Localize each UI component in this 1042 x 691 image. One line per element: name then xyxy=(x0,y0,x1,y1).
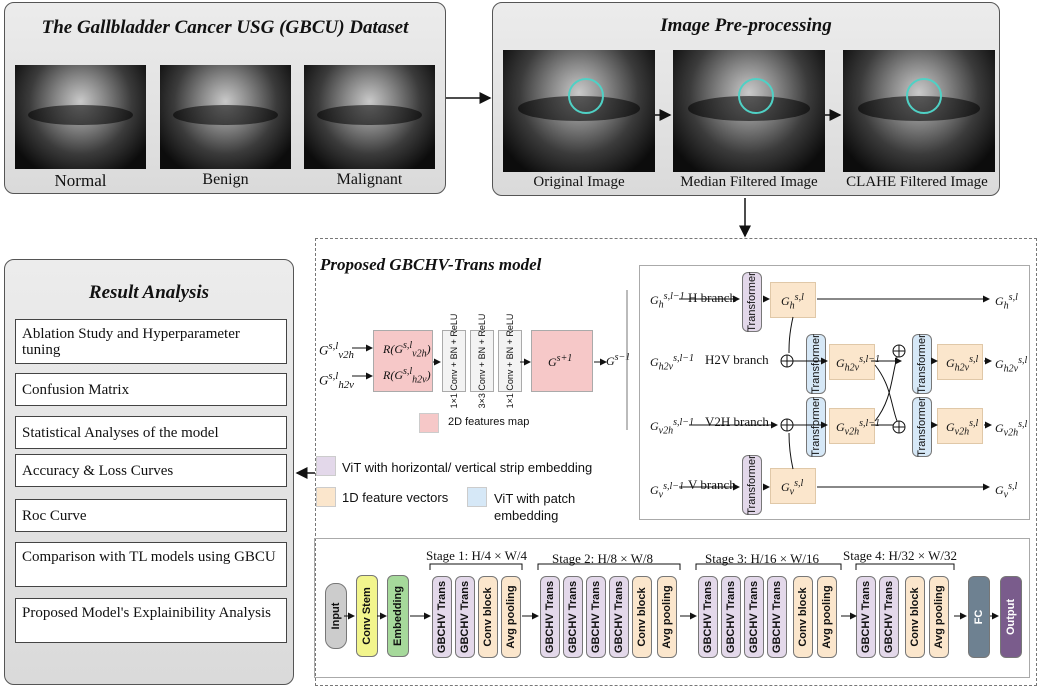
dataset-title: The Gallbladder Cancer USG (GBCU) Datase… xyxy=(41,17,409,38)
h2v-output: Gh2vs,l xyxy=(995,355,1028,375)
model-panel xyxy=(315,238,1037,686)
h-transformer: Transformer xyxy=(742,272,762,332)
h2v-feature: Gh2vs,l−1 xyxy=(829,344,880,380)
original-image xyxy=(503,50,655,172)
normal-label: Normal xyxy=(54,171,107,190)
fc-block: FC xyxy=(968,576,990,658)
stage2-gbchv-trans-2: GBCHV Trans xyxy=(563,576,583,658)
original-label: Original Image xyxy=(533,174,625,190)
reshape-v2h: R(Gs,lv2h) xyxy=(383,340,431,360)
roi-circle-median xyxy=(738,78,774,114)
stage4-conv-block: Conv block xyxy=(905,576,925,658)
stage-1-label: Stage 1: H/4 × W/4 xyxy=(426,548,527,563)
roi-circle-original xyxy=(568,78,604,114)
legend-vit-strip-swatch xyxy=(316,456,336,476)
legend-2d-swatch xyxy=(419,413,439,433)
model-title: Proposed GBCHV-Trans model xyxy=(320,255,542,274)
stage1-conv-block: Conv block xyxy=(478,576,498,658)
branch-h-input: Ghs,l−1 xyxy=(650,291,685,311)
v-branch-label: V branch xyxy=(688,477,736,492)
result-item-curves: Accuracy & Loss Curves xyxy=(15,454,287,487)
conv3x3-block: 3×3 Conv + BN + ReLU xyxy=(470,314,494,408)
v2h-output: Gv2hs,l xyxy=(995,419,1028,439)
fusion-output-box xyxy=(531,330,593,392)
embedding-block: Embedding xyxy=(387,575,409,657)
legend-1d-label: 1D feature vectors xyxy=(342,490,449,505)
output-block: Output xyxy=(1000,576,1022,658)
benign-label: Benign xyxy=(202,171,249,188)
ultrasound-malignant-image xyxy=(304,65,435,169)
clahe-label: CLAHE Filtered Image xyxy=(846,174,988,190)
v2h-out-feature: Gv2hs,l xyxy=(937,408,983,444)
branch-v2h-input: Gv2hs,l−1 xyxy=(650,417,695,437)
stage3-gbchv-trans-3: GBCHV Trans xyxy=(744,576,764,658)
result-item-confusion: Confusion Matrix xyxy=(15,373,287,406)
stage3-conv-block: Conv block xyxy=(793,576,813,658)
fusion-input-v2h: Gs,lv2h xyxy=(319,340,354,361)
stage3-gbchv-trans-1: GBCHV Trans xyxy=(698,576,718,658)
result-item-comparison: Comparison with TL models using GBCU xyxy=(15,542,287,587)
preprocessing-panel: Image Pre-processing Original Image Medi… xyxy=(492,2,1000,196)
v2h-feature: Gv2hs,l−1 xyxy=(829,408,880,444)
result-item-explainability: Proposed Model's Explainibility Analysis xyxy=(15,598,287,643)
stage1-gbchv-trans-1: GBCHV Trans xyxy=(432,576,452,658)
legend-2d-label: 2D features map xyxy=(448,416,530,428)
fusion-input-h2v: Gs,lh2v xyxy=(319,370,354,391)
ultrasound-benign-image xyxy=(160,65,291,169)
result-item-roc: Roc Curve xyxy=(15,499,287,532)
stage2-gbchv-trans-4: GBCHV Trans xyxy=(609,576,629,658)
v-output: Gvs,l xyxy=(995,481,1018,501)
result-item-ablation: Ablation Study and Hyperparameter tuning xyxy=(15,319,287,364)
results-title: Result Analysis xyxy=(88,282,210,303)
pipeline-arrows xyxy=(344,563,999,620)
conv1x1-block-b: 1×1 Conv + BN + ReLU xyxy=(498,314,522,408)
reshape-h2v: R(Gs,lh2v) xyxy=(383,366,431,386)
legend-vit-patch-swatch xyxy=(467,487,487,507)
stage2-gbchv-trans-1: GBCHV Trans xyxy=(540,576,560,658)
dataset-panel: The Gallbladder Cancer USG (GBCU) Datase… xyxy=(4,2,446,194)
stage2-gbchv-trans-3: GBCHV Trans xyxy=(586,576,606,658)
fusion-output-label: Gs−1 xyxy=(606,352,631,368)
stage3-gbchv-trans-2: GBCHV Trans xyxy=(721,576,741,658)
branch-diagram xyxy=(639,265,1030,520)
stage2-avg-pooling: Avg pooling xyxy=(657,576,677,658)
branch-h2v-input: Gh2vs,l−1 xyxy=(650,353,695,373)
stage-3-label: Stage 3: H/16 × W/16 xyxy=(705,551,819,566)
legend-vit-patch-label: ViT with patch embedding xyxy=(494,491,576,523)
result-item-statistical: Statistical Analyses of the model xyxy=(15,416,287,449)
stage-2-label: Stage 2: H/8 × W/8 xyxy=(552,551,653,566)
conv1x1-block-a: 1×1 Conv + BN + ReLU xyxy=(442,314,466,408)
h2v-branch-label: H2V branch xyxy=(705,352,769,367)
fusion-output-map: Gs+1 xyxy=(548,353,573,369)
h-branch-label: H branch xyxy=(688,290,737,305)
branch-v-input: Gvs,l−1 xyxy=(650,481,685,501)
malignant-label: Malignant xyxy=(336,171,403,188)
v-feature: Gvs,l xyxy=(770,468,816,504)
stage1-gbchv-trans-2: GBCHV Trans xyxy=(455,576,475,658)
median-label: Median Filtered Image xyxy=(680,174,818,190)
preprocessing-title: Image Pre-processing xyxy=(660,15,832,36)
results-panel: Result Analysis Ablation Study and Hyper… xyxy=(4,259,294,685)
stage3-gbchv-trans-4: GBCHV Trans xyxy=(767,576,787,658)
roi-circle-clahe xyxy=(906,78,942,114)
stage4-avg-pooling: Avg pooling xyxy=(929,576,949,658)
stage1-avg-pooling: Avg pooling xyxy=(501,576,521,658)
stage4-gbchv-trans-2: GBCHV Trans xyxy=(879,576,899,658)
stage2-conv-block: Conv block xyxy=(632,576,652,658)
stage3-avg-pooling: Avg pooling xyxy=(817,576,837,658)
v-transformer: Transformer xyxy=(742,455,762,515)
pipeline-frame xyxy=(314,538,1030,678)
ultrasound-normal-image xyxy=(15,65,146,169)
h-output: Ghs,l xyxy=(995,292,1018,312)
fusion-arrows xyxy=(352,344,607,380)
stage-4-label: Stage 4: H/32 × W/32 xyxy=(843,548,957,563)
fusion-reshape-box xyxy=(373,330,433,392)
legend-vit-strip-label: ViT with horizontal/ vertical strip embe… xyxy=(342,460,593,475)
legend-1d-swatch xyxy=(316,487,336,507)
branch-lines xyxy=(679,295,992,491)
